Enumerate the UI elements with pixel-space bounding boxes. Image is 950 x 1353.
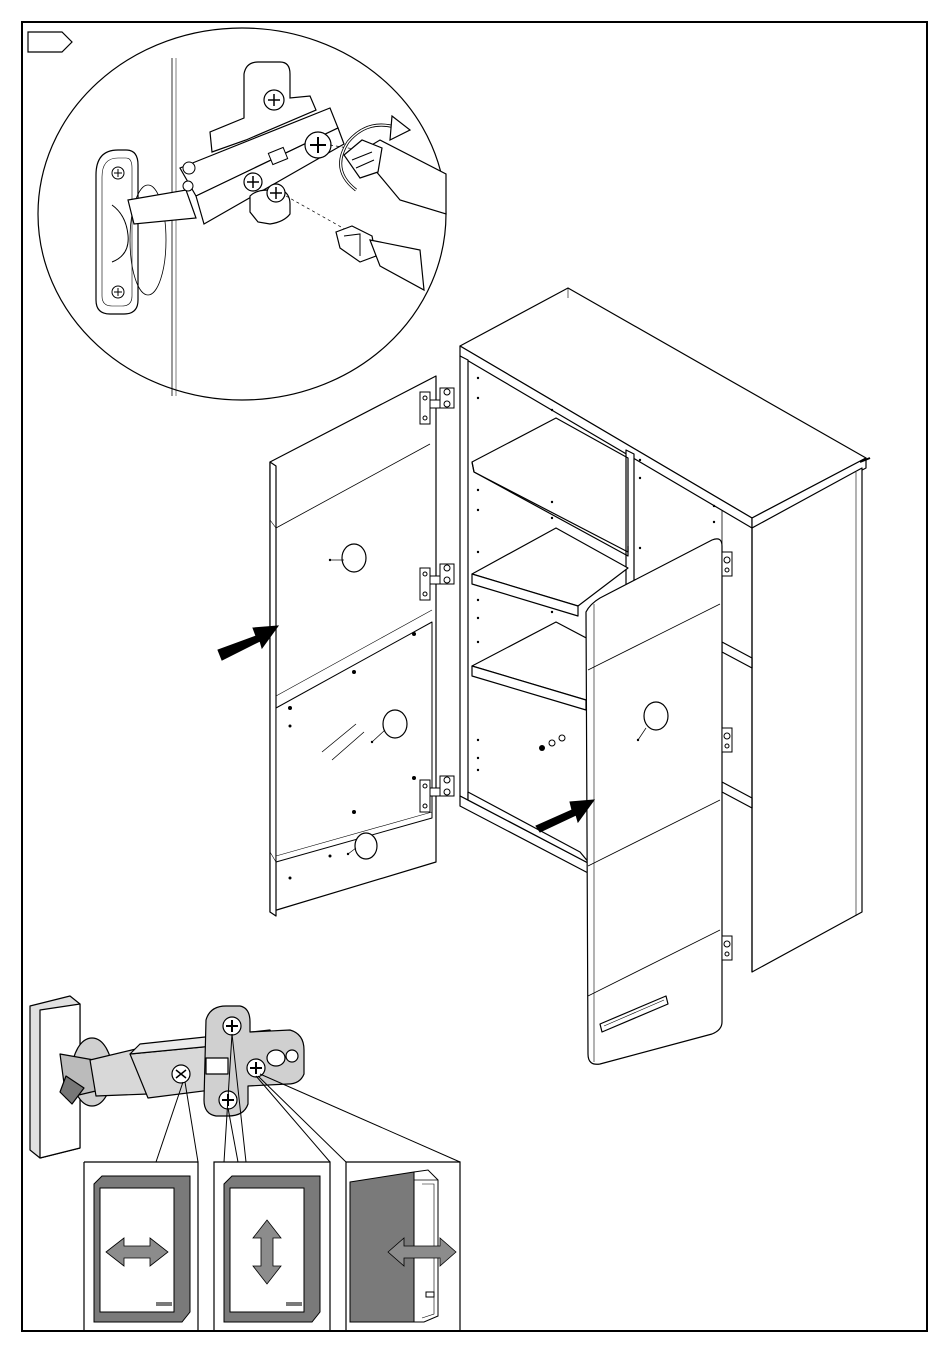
right-door-dot — [637, 739, 639, 741]
right-door — [586, 539, 722, 1064]
screwdriver-hinge-detail-circle — [38, 28, 446, 400]
step-tag — [28, 32, 72, 52]
adjust-panel-vertical — [224, 1176, 320, 1322]
insert-arrow-right-icon — [536, 800, 594, 832]
right-door-hinges — [722, 552, 732, 960]
hinge-adjustment-detail — [30, 996, 304, 1158]
connector-holes — [539, 735, 565, 751]
adjust-panel-depth — [350, 1170, 456, 1322]
left-door — [270, 376, 436, 916]
adjust-panel-horizontal — [94, 1176, 190, 1322]
insert-arrow-left-icon — [218, 626, 278, 660]
